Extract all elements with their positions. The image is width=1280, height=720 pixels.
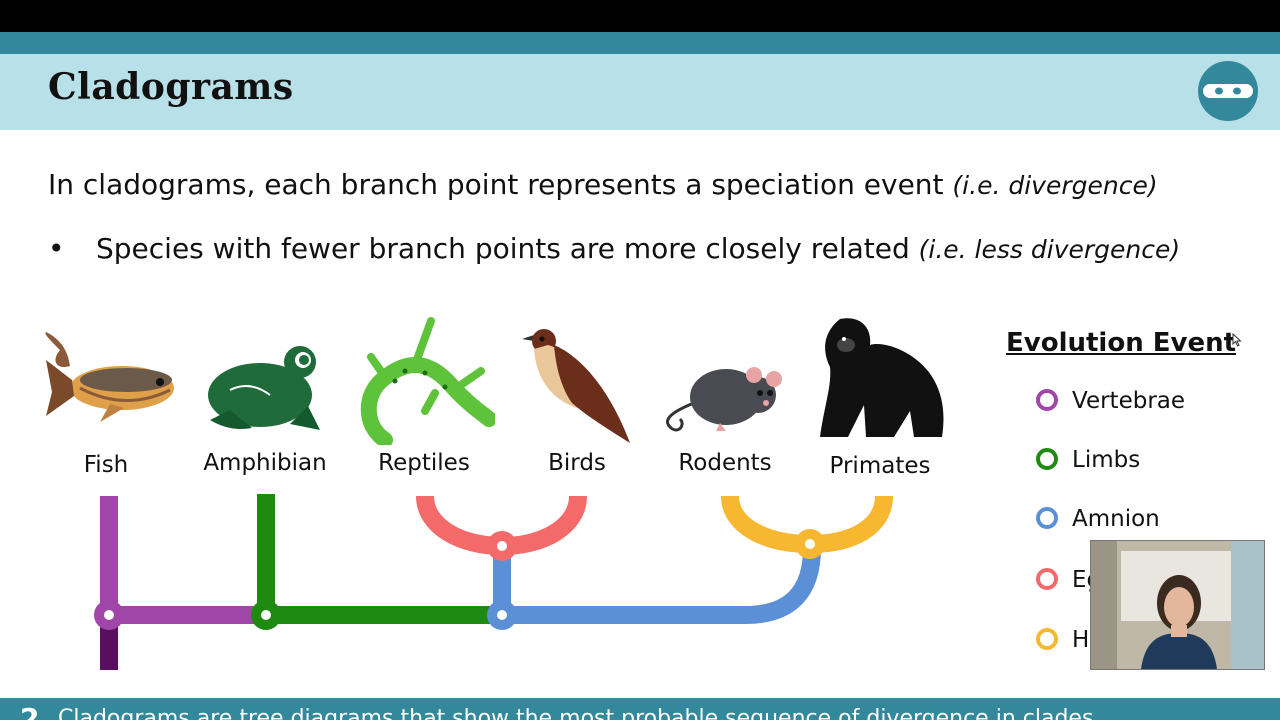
animal-label-fish: Fish bbox=[84, 452, 129, 478]
definition-italic: (i.e. divergence) bbox=[952, 171, 1157, 200]
bullet-symbol: • bbox=[48, 232, 96, 265]
legend-label: Amnion bbox=[1072, 506, 1160, 532]
footer-bar: 2 Cladograms are tree diagrams that show… bbox=[0, 698, 1280, 720]
bird-icon bbox=[518, 325, 638, 445]
mouse-cursor-icon bbox=[1232, 333, 1242, 347]
legend-label: Vertebrae bbox=[1072, 388, 1185, 414]
node-vertebrae-center bbox=[104, 610, 114, 620]
branch-limbs bbox=[266, 606, 504, 624]
slide-title: Cladograms bbox=[48, 66, 294, 108]
legend-label: H bbox=[1072, 627, 1089, 653]
gorilla-icon bbox=[810, 315, 950, 440]
footer-text: Cladograms are tree diagrams that show t… bbox=[58, 706, 1093, 720]
branch-amphibian bbox=[257, 494, 275, 614]
legend-item-amnion: Amnion bbox=[1036, 506, 1160, 532]
footer-number: 2 bbox=[20, 702, 39, 720]
animal-label-rodents: Rodents bbox=[678, 450, 771, 476]
legend-item-vertebrae: Vertebrae bbox=[1036, 388, 1185, 414]
window-top-bar bbox=[0, 0, 1280, 32]
slide-accent-bar bbox=[0, 32, 1280, 54]
animal-label-reptiles: Reptiles bbox=[378, 450, 470, 476]
bullet-main: Species with fewer branch points are mor… bbox=[96, 232, 919, 265]
legend-title: Evolution Event bbox=[1006, 328, 1236, 358]
node-limbs-center bbox=[261, 610, 271, 620]
animal-label-primates: Primates bbox=[830, 453, 931, 479]
branch-vertebrae bbox=[109, 606, 267, 624]
webcam-feed bbox=[1091, 541, 1264, 669]
node-amnion-center bbox=[497, 610, 507, 620]
node-eggs-center bbox=[497, 541, 507, 551]
legend-dot-hair bbox=[1036, 628, 1058, 650]
node-hair-center bbox=[805, 539, 815, 549]
animal-label-birds: Birds bbox=[548, 450, 606, 476]
lizard-icon bbox=[355, 315, 495, 445]
animal-label-amphibian: Amphibian bbox=[203, 450, 326, 476]
branch-amnion bbox=[502, 544, 812, 615]
fish-icon bbox=[40, 330, 180, 430]
legend-dot-limbs bbox=[1036, 448, 1058, 470]
legend-dot-vertebrae bbox=[1036, 389, 1058, 411]
bullet-point: •Species with fewer branch points are mo… bbox=[48, 232, 1180, 265]
rat-icon bbox=[660, 355, 790, 435]
bullet-italic: (i.e. less divergence) bbox=[919, 235, 1181, 264]
definition-main: In cladograms, each branch point represe… bbox=[48, 168, 952, 201]
definition-text: In cladograms, each branch point represe… bbox=[48, 168, 1158, 201]
legend-item-hair: H bbox=[1036, 627, 1089, 653]
legend-label: Limbs bbox=[1072, 447, 1140, 473]
ninja-logo-icon bbox=[1197, 60, 1259, 122]
legend-dot-amnion bbox=[1036, 507, 1058, 529]
presenter-webcam[interactable] bbox=[1090, 540, 1265, 670]
legend-dot-eggs bbox=[1036, 568, 1058, 590]
legend-item-limbs: Limbs bbox=[1036, 447, 1140, 473]
frog-icon bbox=[200, 340, 330, 435]
cladogram-tree bbox=[0, 480, 1000, 680]
branch-fish bbox=[100, 496, 118, 616]
